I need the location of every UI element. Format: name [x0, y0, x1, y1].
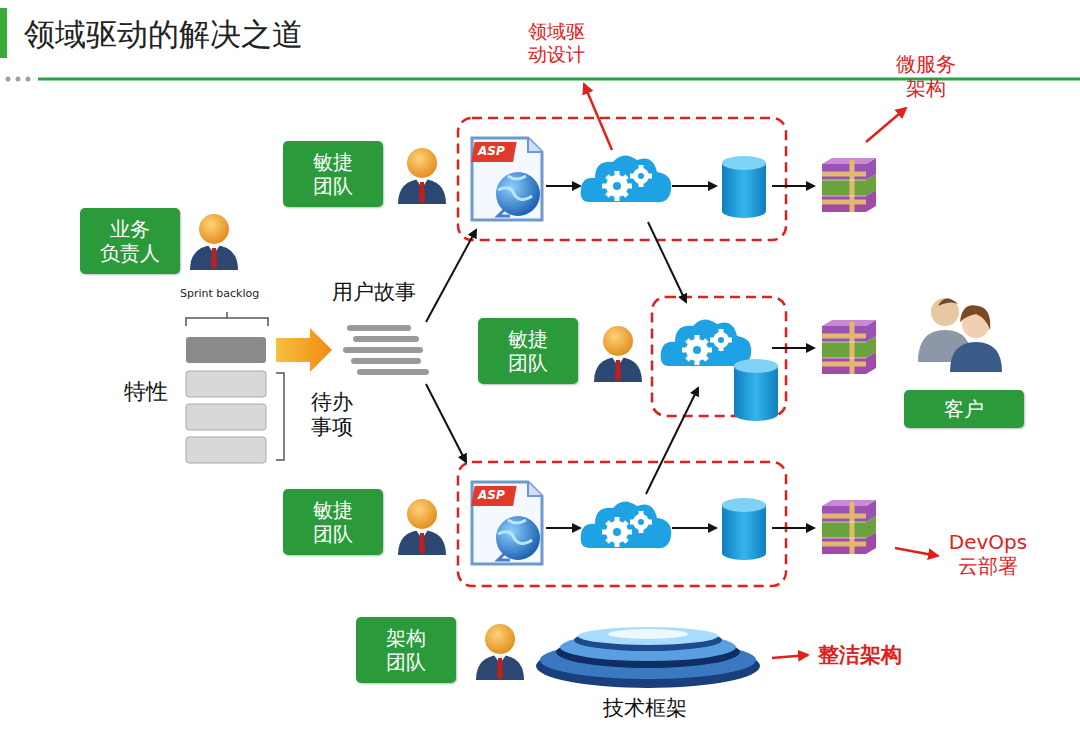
box-text: 客户 — [944, 397, 984, 421]
team-box: 敏捷 团队 — [478, 318, 578, 384]
story-label: 用户故事 — [332, 280, 416, 305]
team-boundary — [458, 118, 786, 586]
customer-icon — [918, 298, 1002, 372]
callout-text: DevOps 云部署 — [946, 530, 1030, 578]
team-box: 敏捷 团队 — [283, 141, 383, 207]
callout-text: 领域驱 动设计 — [527, 20, 586, 66]
backlog-caption: Sprint backlog — [180, 287, 259, 300]
page-title: 领域驱动的解决之道 — [24, 14, 303, 56]
title-dots — [6, 77, 31, 82]
team-box: 业务 负责人 — [80, 208, 180, 274]
flow-arrow — [276, 328, 332, 372]
backlog-label: 待办 事项 — [310, 390, 353, 440]
title-bar — [0, 8, 7, 58]
team-box: 架构 团队 — [356, 617, 456, 683]
box-text: 敏捷 团队 — [313, 498, 354, 546]
story-list-icon — [346, 328, 426, 372]
box-text: 敏捷 团队 — [313, 150, 354, 198]
framework-platform — [536, 627, 760, 688]
flow-line — [426, 186, 814, 528]
team-box: 客户 — [904, 390, 1024, 428]
callout-text: 微服务 架构 — [895, 52, 957, 100]
team-box: 敏捷 团队 — [283, 489, 383, 555]
framework-label: 技术框架 — [603, 696, 687, 721]
box-text: 架构 团队 — [386, 626, 427, 674]
feature-label: 特性 — [124, 379, 168, 405]
callout-text: 整洁架构 — [818, 643, 902, 668]
icon-tag: ASP — [478, 488, 505, 502]
box-text: 业务 负责人 — [100, 217, 161, 265]
database-icon — [722, 156, 778, 560]
box-text: 敏捷 团队 — [508, 327, 549, 375]
package-icon — [822, 158, 876, 554]
icon-tag: ASP — [478, 144, 505, 158]
callout-arrow — [584, 84, 938, 658]
backlog-stack — [186, 312, 284, 463]
